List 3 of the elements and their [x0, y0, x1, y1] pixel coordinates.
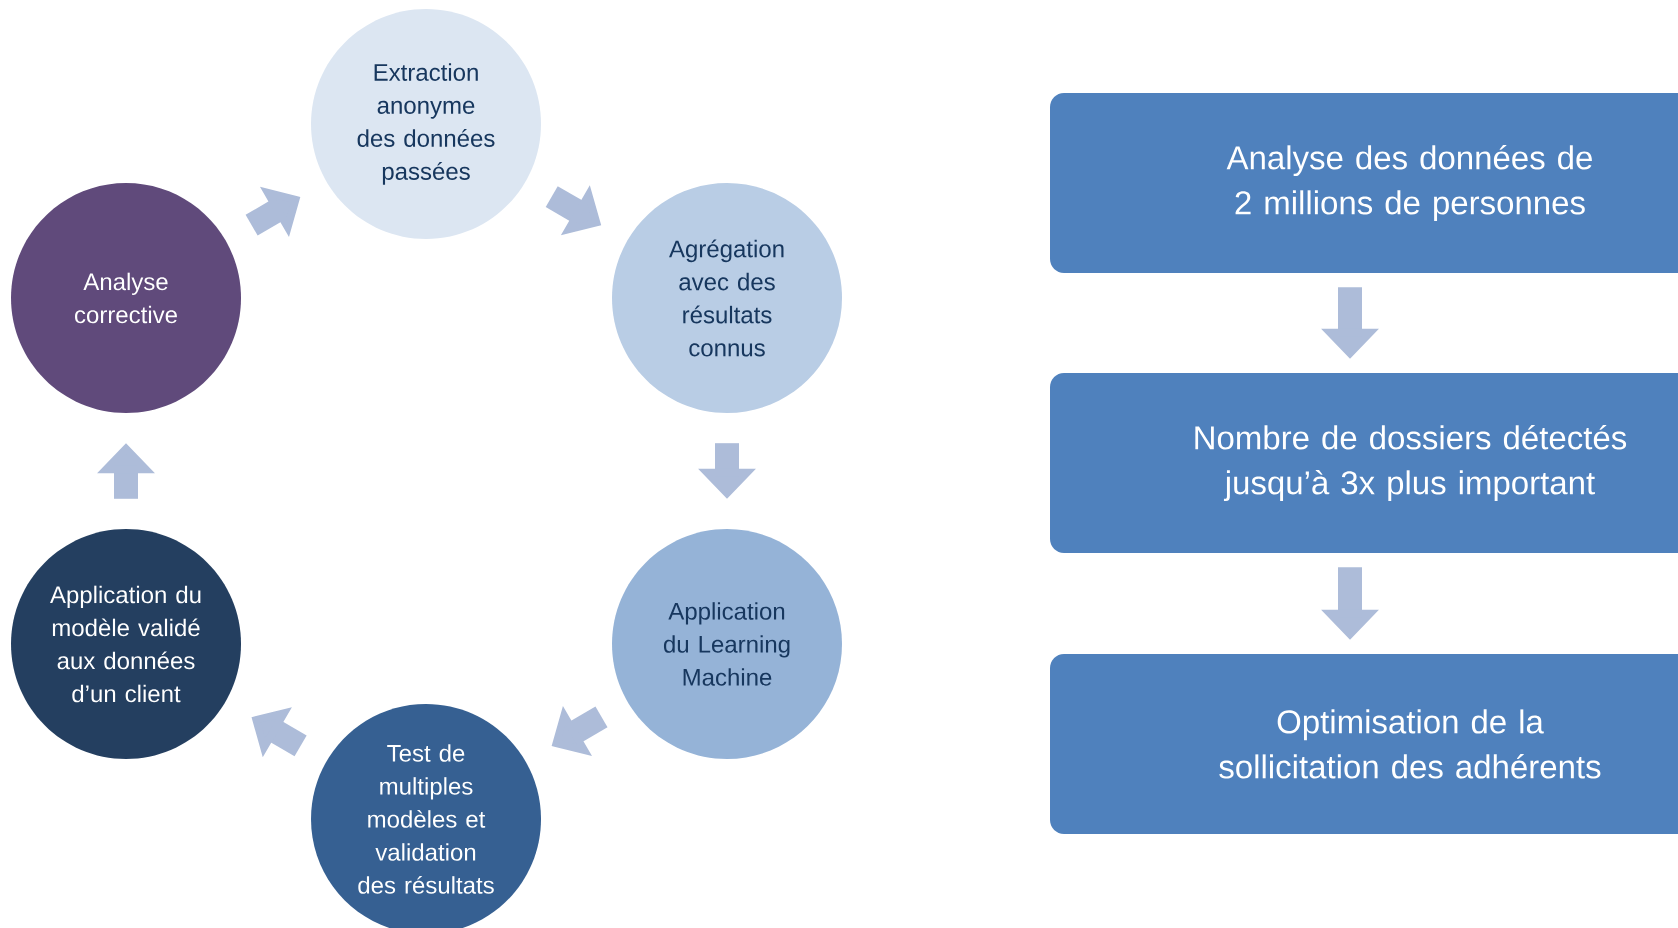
result-box: Analyse des données de 2 millions de personnes — [1050, 93, 1678, 273]
result-box: Nombre de dossiers détectés jusqu’à 3x plus important — [1050, 373, 1678, 553]
result-box: Optimisation de la sollicitation des adhérents — [1050, 654, 1678, 834]
